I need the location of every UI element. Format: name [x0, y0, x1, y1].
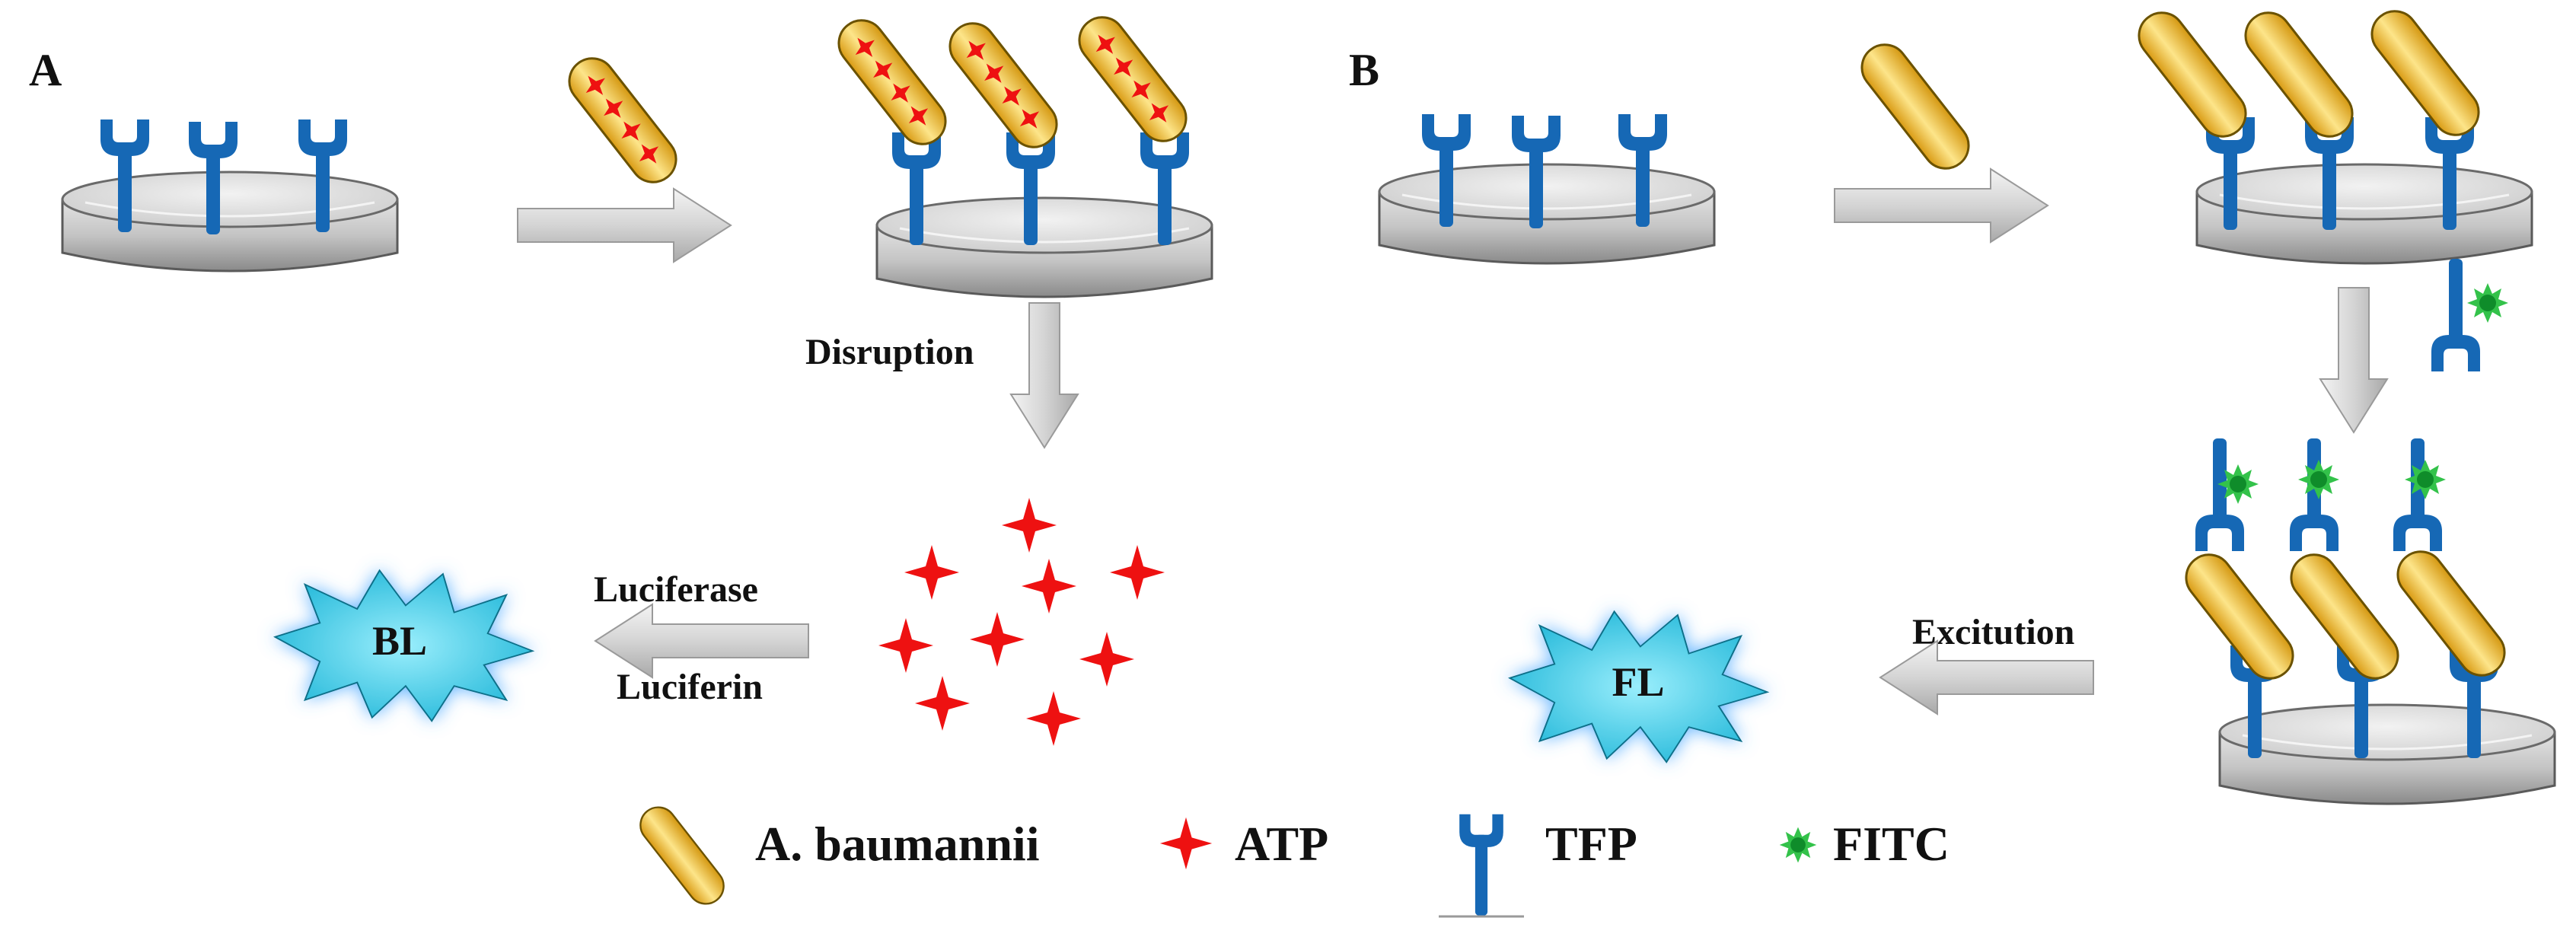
legend-bacterium-label: A. baumannii [755, 817, 1039, 871]
tfp-icon [2431, 259, 2480, 371]
bacterium-icon [632, 799, 732, 912]
dish-icon [2195, 163, 2533, 265]
panel-label-a: A [29, 45, 62, 95]
bacterium-icon [2235, 2, 2363, 147]
dish-icon [2218, 703, 2556, 805]
fitc-icon [1779, 827, 1817, 863]
dish-icon [61, 171, 399, 272]
luciferase-label: Luciferase [594, 569, 758, 610]
bacterium-icon [559, 48, 687, 193]
bacterium-icon [828, 10, 956, 155]
panel-label-b: B [1349, 45, 1379, 95]
dish-icon [1378, 163, 1716, 265]
bacterium-icon [939, 13, 1067, 158]
legend-atp-label: ATP [1235, 817, 1328, 871]
arrow-icon [2319, 287, 2388, 433]
excitation-label: Excitution [1912, 612, 2074, 652]
legend: A. baumannii ATP TFP FITC [632, 799, 1950, 918]
fl-signal-label: FL [1612, 659, 1664, 705]
disruption-label: Disruption [805, 332, 974, 372]
arrow-icon [517, 188, 732, 263]
fitc-icon [2467, 283, 2508, 323]
legend-tfp-label: TFP [1545, 817, 1637, 871]
legend-fitc-label: FITC [1833, 817, 1950, 871]
atp-icon [1159, 817, 1213, 870]
tfp-icon [1459, 814, 1503, 916]
bacterium-icon [1851, 34, 1979, 179]
atp-icon [878, 498, 1165, 746]
bl-signal-label: BL [372, 618, 427, 664]
bacterium-icon [1069, 7, 1197, 151]
arrow-icon [1834, 168, 2048, 243]
arrow-icon [1010, 302, 1079, 448]
bacterium-icon [2128, 2, 2256, 147]
luciferin-label: Luciferin [617, 667, 763, 707]
